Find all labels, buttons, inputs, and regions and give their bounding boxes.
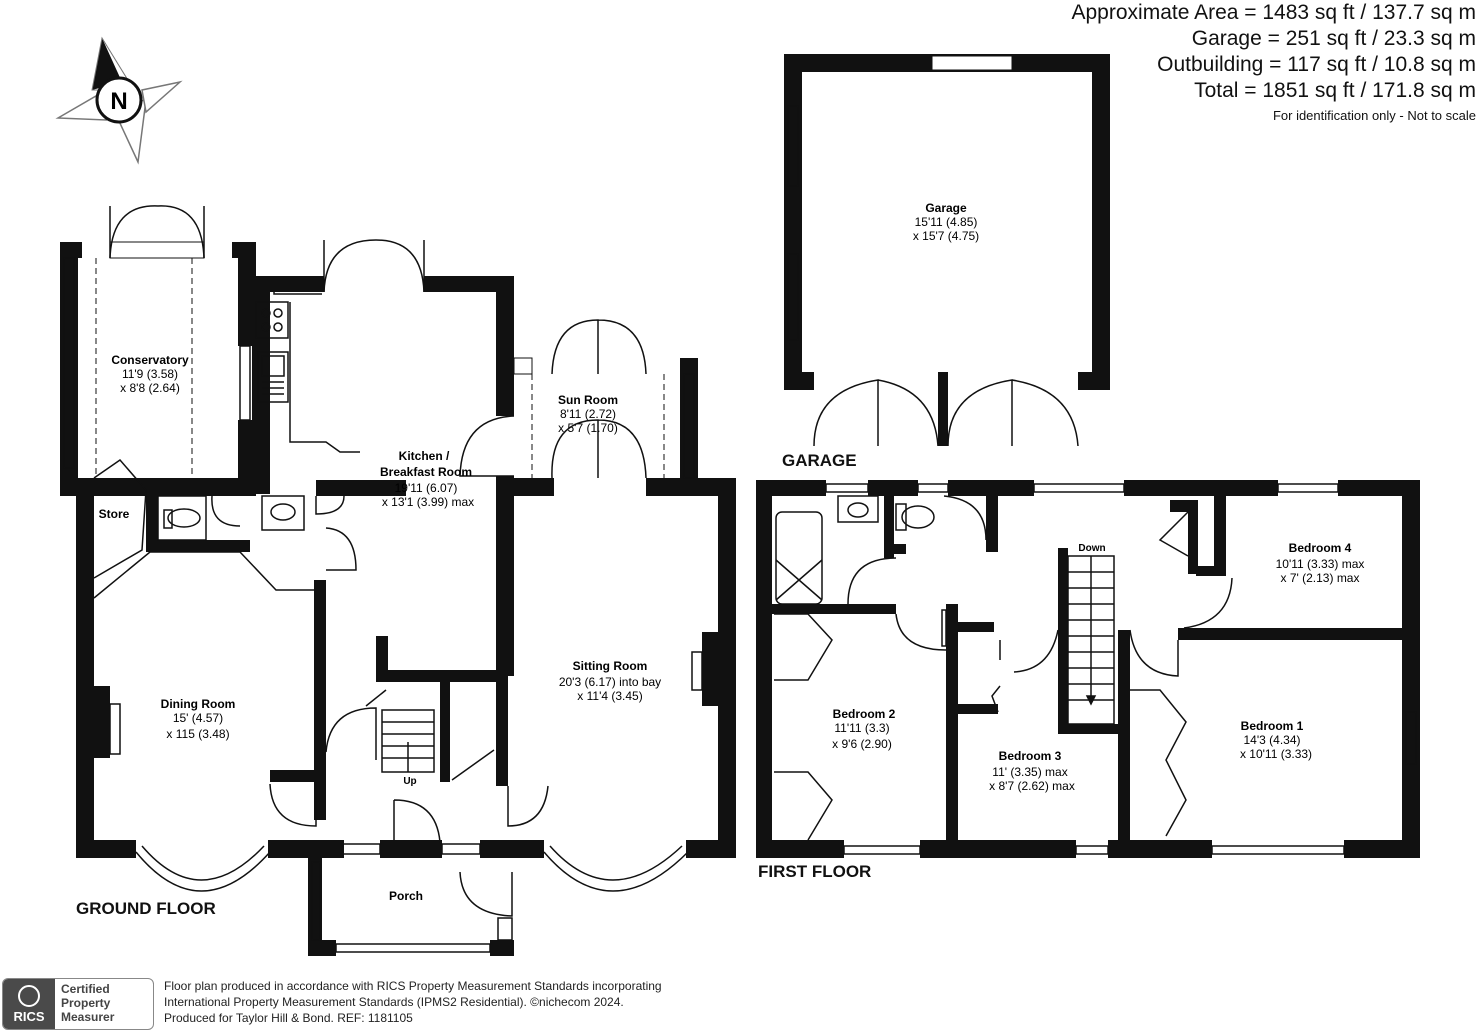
conservatory-name: Conservatory [111, 353, 189, 367]
bedroom3-dim1: 11' (3.35) max [992, 765, 1067, 779]
first-floor-walls [756, 480, 1420, 858]
rics-line2: Property [61, 996, 111, 1010]
footer-line2: International Property Measurement Stand… [164, 995, 624, 1009]
bedroom2-dim2: x 9'6 (2.90) [832, 737, 892, 751]
room-labels: Conservatory 11'9 (3.58) x 8'8 (2.64) Ki… [99, 201, 1365, 903]
sunroom-dim2: x 5'7 (1.70) [558, 421, 618, 435]
footer-line3: Produced for Taylor Hill & Bond. REF: 11… [164, 1011, 413, 1025]
rics-logo: RICS [3, 979, 55, 1029]
store-name: Store [99, 507, 130, 521]
rics-logo-text: RICS [13, 1008, 45, 1024]
area-disclaimer: For identification only - Not to scale [1272, 108, 1476, 123]
bedroom3-name: Bedroom 3 [999, 749, 1062, 763]
compass-icon: N [55, 36, 183, 165]
bedroom4-dim2: x 7' (2.13) max [1281, 571, 1360, 585]
sitting-dim2: x 11'4 (3.45) [577, 689, 642, 703]
compass-label: N [110, 88, 127, 115]
conservatory-dim2: x 8'8 (2.64) [120, 381, 180, 395]
garage-walls [784, 54, 1110, 446]
rics-line1: Certified [61, 982, 110, 996]
garage-floor-label: GARAGE [782, 451, 857, 470]
sitting-name: Sitting Room [573, 659, 648, 673]
sunroom-name: Sun Room [558, 393, 618, 407]
sitting-dim1: 20'3 (6.17) into bay [559, 675, 661, 689]
kitchen-dim2: x 13'1 (3.99) max [382, 495, 474, 509]
kitchen-name: Kitchen / [399, 449, 450, 463]
ground-floor-walls [60, 241, 736, 956]
stairs-up-label: Up [403, 776, 416, 787]
dining-dim1: 15' (4.57) [173, 711, 223, 725]
area-garage: Garage = 251 sq ft / 23.3 sq m [1191, 27, 1476, 50]
bedroom3-dim2: x 8'7 (2.62) max [989, 779, 1075, 793]
ground-floor-label: GROUND FLOOR [76, 899, 216, 918]
area-total: Total = 1851 sq ft / 171.8 sq m [1194, 79, 1476, 102]
ground-floor-details [63, 205, 703, 953]
footer-notes: Floor plan produced in accordance with R… [164, 978, 662, 1026]
kitchen-dim1: 19'11 (6.07) [395, 481, 458, 495]
porch-name: Porch [389, 889, 423, 903]
kitchen-name2: Breakfast Room [380, 465, 472, 479]
bedroom2-name: Bedroom 2 [833, 707, 896, 721]
first-floor-details [774, 483, 1417, 855]
first-floor-label: FIRST FLOOR [758, 862, 872, 881]
garage-dim2: x 15'7 (4.75) [913, 229, 979, 243]
dining-dim2: x 115 (3.48) [166, 727, 229, 741]
rics-badge: RICS Certified Property Measurer [2, 978, 154, 1030]
garage-details [787, 105, 1079, 447]
conservatory-dim1: 11'9 (3.58) [122, 367, 178, 381]
sunroom-dim1: 8'11 (2.72) [560, 407, 616, 421]
bedroom2-dim1: 11'11 (3.3) [834, 721, 889, 735]
bedroom1-dim1: 14'3 (4.34) [1244, 733, 1301, 747]
garage-name: Garage [925, 201, 967, 215]
rics-line3: Measurer [61, 1010, 115, 1024]
footer-line1: Floor plan produced in accordance with R… [164, 979, 662, 993]
rics-certification-text: Certified Property Measurer [55, 979, 120, 1029]
area-outbuilding: Outbuilding = 117 sq ft / 10.8 sq m [1157, 53, 1476, 76]
bedroom4-dim1: 10'11 (3.33) max [1276, 557, 1365, 571]
stairs-down-label: Down [1078, 543, 1105, 554]
area-approximate: Approximate Area = 1483 sq ft / 137.7 sq… [1071, 1, 1477, 24]
bedroom1-dim2: x 10'11 (3.33) [1240, 747, 1312, 761]
rics-emblem-icon [18, 984, 40, 1007]
bedroom4-name: Bedroom 4 [1289, 541, 1352, 555]
garage-dim1: 15'11 (4.85) [915, 215, 978, 229]
area-summary: Approximate Area = 1483 sq ft / 137.7 sq… [1072, 0, 1477, 126]
dining-name: Dining Room [161, 697, 236, 711]
bedroom1-name: Bedroom 1 [1241, 719, 1304, 733]
